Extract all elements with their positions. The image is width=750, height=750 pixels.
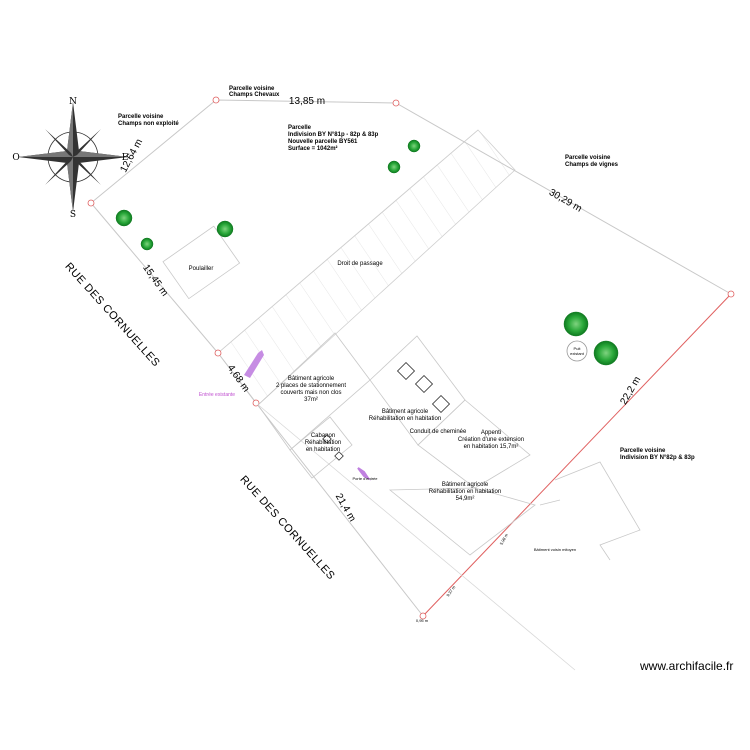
watermark: www.archifacile.fr <box>639 659 733 673</box>
neighbor-se-label-2: Indivision BY N°82p & 83p <box>620 455 695 461</box>
garage-label: Bâtiment agricole <box>288 376 335 382</box>
street-name-2: RUE DES CORNUELLES <box>237 474 337 583</box>
garage-label-2: 2 places de stationnement <box>276 383 346 389</box>
dim-east: 22,2 m <box>618 375 643 407</box>
tree-icon <box>115 209 133 227</box>
boundary-south <box>255 402 424 617</box>
parcel-boundary <box>90 99 732 295</box>
well-icon <box>566 340 588 362</box>
dim-west: 15,45 m <box>140 263 170 299</box>
main-building-label-2: Réhabilitation en habitation <box>369 416 441 422</box>
neighbor-se-label: Parcelle voisine <box>620 448 666 454</box>
compass-o: O <box>12 153 19 163</box>
tree-icon <box>140 237 154 251</box>
appenti-label-3: en habitation 15,7m² <box>464 444 519 450</box>
boundary-markers <box>87 96 735 620</box>
appenti-label-2: Création d'une extension <box>458 437 524 443</box>
boundary-west <box>90 202 219 354</box>
well-label: Puit <box>574 346 582 351</box>
right-of-way-edge <box>217 129 479 354</box>
dim-south: 21,4 m <box>333 492 358 524</box>
neighbor-e-label: Parcelle voisine <box>565 155 611 161</box>
dim-small-1: 5,98 m <box>498 532 509 546</box>
building-neighbor <box>554 461 641 561</box>
street-line <box>255 402 576 671</box>
neighbor-n-label-2: Champs Chevaux <box>229 92 280 98</box>
poulailler-outline <box>162 225 241 300</box>
main-parcel-label-3: Nouvelle parcelle BY561 <box>288 139 358 145</box>
tree-icon <box>407 139 421 153</box>
dim-small-3: 0,95 m <box>416 618 429 623</box>
dim-ne: 30,29 m <box>547 187 584 215</box>
building-south <box>388 487 536 556</box>
compass-n: N <box>69 97 77 107</box>
door-arrow-icon <box>357 467 371 481</box>
garage-label-4: 37m² <box>304 397 318 403</box>
compass-e: E <box>122 153 129 163</box>
entrance-label: Entrée existante <box>199 392 235 398</box>
building-appenti <box>417 399 531 489</box>
south-building-label-3: 54,9m² <box>456 496 475 502</box>
dim-north: 13,85 m <box>289 96 325 107</box>
cabanon-label-3: en habitation <box>306 447 340 453</box>
south-building-label-2: Réhabilitation en habitation <box>429 489 501 495</box>
neighbor-e-label-2: Champs de vignes <box>565 162 619 168</box>
south-building-label: Bâtiment agricole <box>442 482 489 488</box>
appenti-label: Appenti <box>481 430 501 436</box>
neighbor-nw-label-2: Champs non exploité <box>118 121 179 127</box>
neighbor-building-label: Bâtiment voisin mitoyen <box>534 547 576 552</box>
main-parcel-label: Parcelle <box>288 125 312 131</box>
cabanon-label: Cabanon <box>311 433 335 439</box>
trees <box>115 139 619 366</box>
cabanon-label-2: Réhabilitation <box>305 440 341 446</box>
well-label-sub: existant <box>570 351 585 356</box>
chimney-markers <box>322 361 451 461</box>
main-building-label: Bâtiment agricole <box>382 409 429 415</box>
right-of-way-label: Droit de passage <box>337 261 383 267</box>
door-label: Porte d'entrée <box>352 476 378 481</box>
neighbor-nw-label: Parcelle voisine <box>118 114 164 120</box>
poulailler-label: Poulailler <box>189 266 214 272</box>
building-cabanon <box>289 416 353 479</box>
entrance-arrow-icon <box>244 350 264 378</box>
boundary-east <box>422 293 732 617</box>
main-parcel-label-2: Indivision BY N°81p - 82p & 83p <box>288 132 379 138</box>
conduit-label: Conduit de cheminée <box>410 429 467 435</box>
right-of-way-zone <box>217 129 516 406</box>
tree-icon <box>593 340 619 366</box>
buildings <box>257 332 641 561</box>
compass-rose-icon: N S E O <box>12 97 128 220</box>
tree-icon <box>216 220 234 238</box>
boundary-street <box>217 352 257 404</box>
dim-small-2: 9,37 m <box>445 584 456 597</box>
compass-s: S <box>70 210 76 220</box>
garage-label-3: couverts mais non clos <box>280 390 341 396</box>
main-parcel-label-4: Surface = 1042m² <box>288 145 338 152</box>
tree-icon <box>387 160 401 174</box>
neighbor-n-label: Parcelle voisine <box>229 86 275 92</box>
tree-icon <box>563 311 589 337</box>
